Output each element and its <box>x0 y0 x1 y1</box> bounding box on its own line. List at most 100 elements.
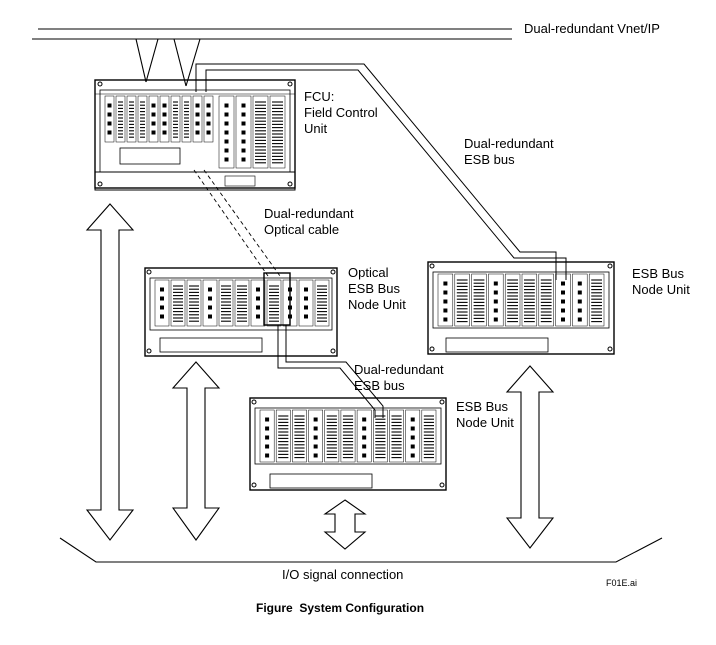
module-slot <box>298 279 314 327</box>
module-led <box>443 281 448 286</box>
module-led <box>362 453 367 458</box>
module-led <box>206 103 211 108</box>
module-led <box>577 299 582 304</box>
module-led <box>224 157 229 162</box>
module-slot <box>218 95 235 169</box>
module-slot <box>421 409 437 463</box>
module-led <box>241 130 246 135</box>
module-led <box>256 305 260 310</box>
module-led <box>304 296 308 301</box>
io-arrow-bottom <box>323 499 367 550</box>
figure-caption-title: System Configuration <box>299 601 425 615</box>
fcu-label-line2: Field Control <box>304 105 378 120</box>
module-slot <box>521 273 538 327</box>
module-led <box>265 453 270 458</box>
module-led <box>577 308 582 313</box>
module-led <box>362 417 367 422</box>
optical-node-label-line1: Optical <box>348 265 389 280</box>
module-led <box>224 148 229 153</box>
fcu-label-line1: FCU: <box>304 89 335 104</box>
module-led <box>410 444 415 449</box>
module-led <box>162 103 167 108</box>
bottom-node-label-line2: Node Unit <box>456 415 514 430</box>
module-led <box>561 308 565 313</box>
io-arrow-optical <box>171 361 221 541</box>
module-led <box>443 299 448 304</box>
module-led <box>208 314 212 319</box>
module-led <box>577 317 582 322</box>
module-led <box>362 444 367 449</box>
module-slot <box>504 273 521 327</box>
module-led <box>224 112 229 117</box>
esb-bus-top-label-line1: Dual-redundant <box>464 136 554 151</box>
optical-cable-label-line2: Optical cable <box>264 222 340 237</box>
module-led <box>362 426 367 431</box>
module-led <box>493 308 498 313</box>
esb-bus-top-label-line2: ESB bus <box>464 152 515 167</box>
optical-node-label-line3: Node Unit <box>348 297 406 312</box>
module-slot <box>250 279 266 327</box>
module-slot <box>234 279 250 327</box>
module-led <box>256 296 260 301</box>
module-led <box>160 305 164 310</box>
optical-esb-node-unit <box>144 267 338 357</box>
vnet-label: Dual-redundant Vnet/IP <box>524 21 660 36</box>
module-slot <box>588 273 605 327</box>
module-led <box>577 290 582 295</box>
module-slot <box>170 95 181 143</box>
module-slot <box>269 95 286 169</box>
module-slot <box>324 409 340 463</box>
module-slot <box>340 409 356 463</box>
vnet-bus-lines <box>32 28 512 87</box>
module-slot <box>275 409 291 463</box>
module-led <box>224 139 229 144</box>
module-led <box>241 148 246 153</box>
io-arrow-right <box>505 365 555 549</box>
module-led <box>195 121 200 126</box>
module-slot <box>314 279 330 327</box>
module-led <box>107 103 112 108</box>
module-led <box>410 435 415 440</box>
module-led <box>224 103 229 108</box>
module-led <box>443 317 448 322</box>
esb-bus-mid-label-line2: ESB bus <box>354 378 405 393</box>
module-led <box>162 121 167 126</box>
module-led <box>493 317 498 322</box>
io-arrow-left <box>85 203 135 541</box>
module-slot <box>181 95 192 143</box>
module-led <box>208 296 212 301</box>
module-led <box>313 453 318 458</box>
esb-bus-top-lines <box>195 63 567 280</box>
module-led <box>577 281 582 286</box>
module-led <box>304 305 308 310</box>
module-led <box>151 130 156 135</box>
figure-caption-prefix: Figure <box>256 601 293 615</box>
module-led <box>561 290 565 295</box>
module-led <box>241 139 246 144</box>
module-led <box>410 453 415 458</box>
module-led <box>107 112 112 117</box>
module-slot <box>154 279 170 327</box>
esb-bus-mid-lines <box>277 325 384 418</box>
module-led <box>162 130 167 135</box>
module-led <box>493 281 498 286</box>
esb-node-unit-bottom <box>249 397 447 491</box>
module-led <box>224 130 229 135</box>
module-slot <box>488 273 504 327</box>
optical-cable-lines <box>193 169 281 277</box>
module-slot <box>292 409 307 463</box>
module-led <box>313 417 318 422</box>
module-led <box>265 426 270 431</box>
fcu-rack <box>94 79 296 191</box>
module-led <box>241 121 246 126</box>
module-slot <box>405 409 421 463</box>
module-led <box>313 426 318 431</box>
module-led <box>241 112 246 117</box>
module-led <box>241 103 246 108</box>
module-led <box>107 121 112 126</box>
module-slot <box>104 95 115 143</box>
module-led <box>265 435 270 440</box>
module-led <box>162 112 167 117</box>
figure-caption: Figure System Configuration <box>256 600 424 616</box>
